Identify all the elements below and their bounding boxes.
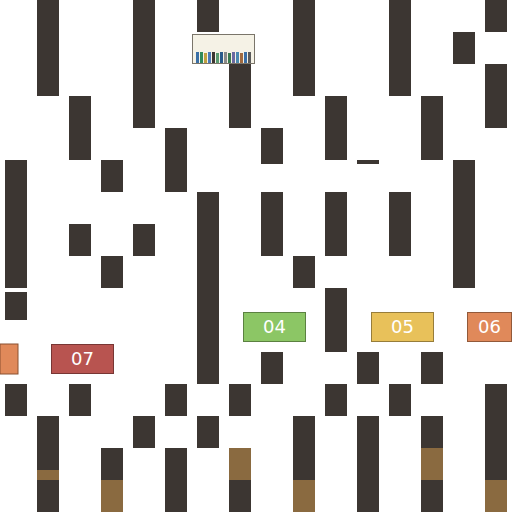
numbered-tile: 06 — [467, 312, 512, 342]
numbered-tile: 05 — [371, 312, 434, 342]
numbered-tile: 04 — [243, 312, 306, 342]
numbered-tile: 07 — [51, 344, 114, 374]
tile-number: 04 — [263, 318, 286, 336]
tile-number: 07 — [71, 350, 94, 368]
tile-number: 05 — [391, 318, 414, 336]
tile-number: 06 — [478, 318, 501, 336]
bookshelf — [193, 35, 255, 64]
